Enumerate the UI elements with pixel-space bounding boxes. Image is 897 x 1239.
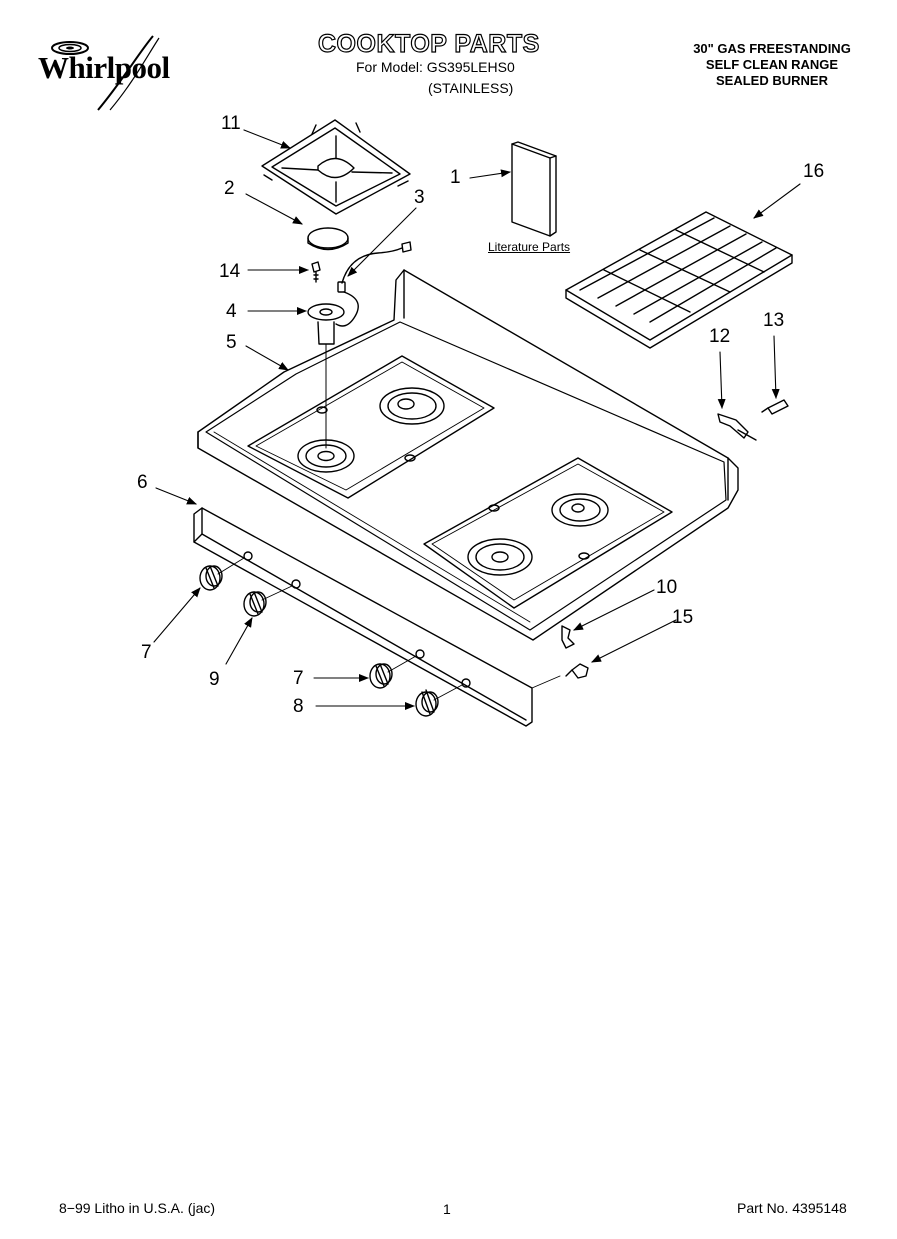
spark-electrode-part (335, 241, 412, 327)
callout-7b: 7 (293, 668, 304, 689)
callout-5: 5 (226, 332, 237, 353)
control-knob-7b (369, 663, 393, 689)
screw-part-15 (565, 663, 589, 679)
cooktop-main-part (197, 269, 739, 641)
callout-4: 4 (226, 301, 237, 322)
burner-cap-part (307, 227, 349, 251)
model-number: For Model: GS395LEHS0 (356, 59, 515, 75)
callout-8: 8 (293, 696, 304, 717)
control-panel-part (193, 507, 533, 727)
callout-11: 11 (221, 113, 241, 134)
callout-7a: 7 (141, 642, 152, 663)
spec-line-clean: SELF CLEAN RANGE (705, 57, 839, 72)
callout-leaders (153, 129, 801, 710)
callout-16: 16 (803, 161, 825, 182)
callout-2: 2 (224, 178, 235, 199)
whirlpool-swirl-icon (51, 35, 160, 111)
callout-1: 1 (450, 167, 461, 188)
literature-part (511, 141, 557, 237)
callout-12: 12 (709, 326, 731, 347)
model-variant: (STAINLESS) (428, 80, 514, 96)
literature-parts-label: Literature Parts (488, 240, 571, 254)
burner-grate-part (261, 119, 411, 215)
callout-14: 14 (219, 261, 241, 282)
callout-13: 13 (763, 310, 785, 331)
callout-15: 15 (672, 607, 694, 628)
spec-line-type: 30" GAS FREESTANDING (693, 41, 851, 56)
part-number: Part No. 4395148 (737, 1200, 847, 1216)
control-knob-7a (199, 565, 223, 591)
control-knob-8 (415, 689, 439, 717)
page-number: 1 (443, 1201, 451, 1217)
callout-6: 6 (137, 472, 148, 493)
clip-part-12 (717, 413, 757, 441)
control-knob-9 (243, 591, 267, 617)
brand-logo: Whirlpool (38, 50, 170, 85)
print-info: 8−99 Litho in U.S.A. (jac) (59, 1200, 216, 1216)
callout-3: 3 (414, 187, 425, 208)
spec-line-burner: SEALED BURNER (716, 73, 828, 88)
burner-base-part (307, 303, 345, 449)
page-title: COOKTOP PARTS (317, 29, 540, 58)
callout-9: 9 (209, 669, 220, 690)
screw-part-14 (311, 261, 321, 283)
callout-10: 10 (656, 577, 678, 598)
grate-rack-part (565, 211, 793, 349)
clip-part-10 (561, 625, 575, 649)
screw-part-13 (761, 399, 789, 415)
